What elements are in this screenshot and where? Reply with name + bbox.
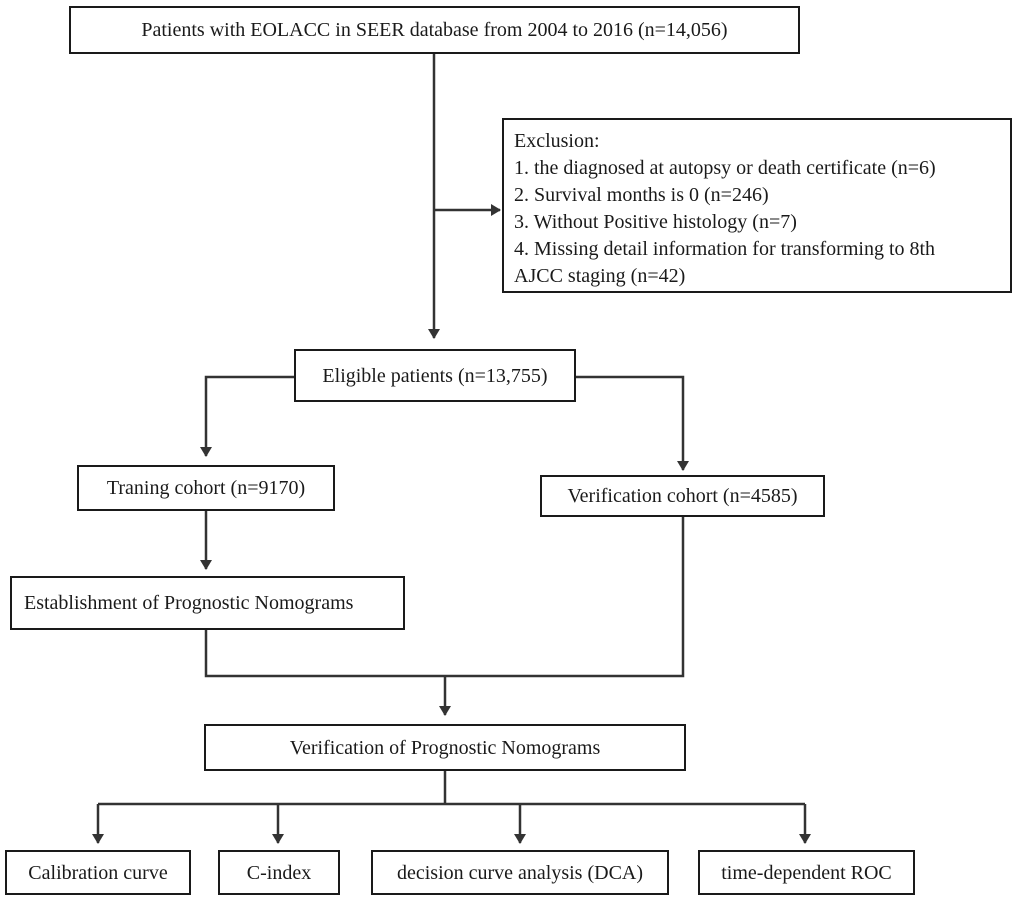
exclusion-item: 2. Survival months is 0 (n=246) (514, 184, 769, 206)
verification-cohort-box: Verification cohort (n=4585) (540, 475, 825, 517)
outcome-c-index-box: C-index (218, 850, 340, 895)
outcome-time-dependent-roc-box: time-dependent ROC (698, 850, 915, 895)
establishment-nomograms-box: Establishment of Prognostic Nomograms (10, 576, 405, 630)
exclusion-item: 4. Missing detail information for transf… (514, 238, 936, 260)
exclusion-item: 1. the diagnosed at autopsy or death cer… (514, 157, 936, 179)
exclusion-heading: Exclusion: (514, 130, 600, 152)
exclusion-box: Exclusion: 1. the diagnosed at autopsy o… (502, 118, 1012, 293)
outcome-dca-box: decision curve analysis (DCA) (371, 850, 669, 895)
connector-eligible-to-verification-cohort (576, 375, 689, 471)
exclusion-item: 3. Without Positive histology (n=7) (514, 211, 797, 233)
exclusion-item: AJCC staging (n=42) (514, 265, 686, 287)
training-cohort-box: Traning cohort (n=9170) (77, 465, 335, 511)
eligible-patients-box: Eligible patients (n=13,755) (294, 349, 576, 402)
verification-nomograms-box: Verification of Prognostic Nomograms (204, 724, 686, 771)
connector-eligible-to-training (200, 375, 294, 457)
source-population-box: Patients with EOLACC in SEER database fr… (69, 6, 800, 54)
outcome-calibration-curve-box: Calibration curve (5, 850, 191, 895)
